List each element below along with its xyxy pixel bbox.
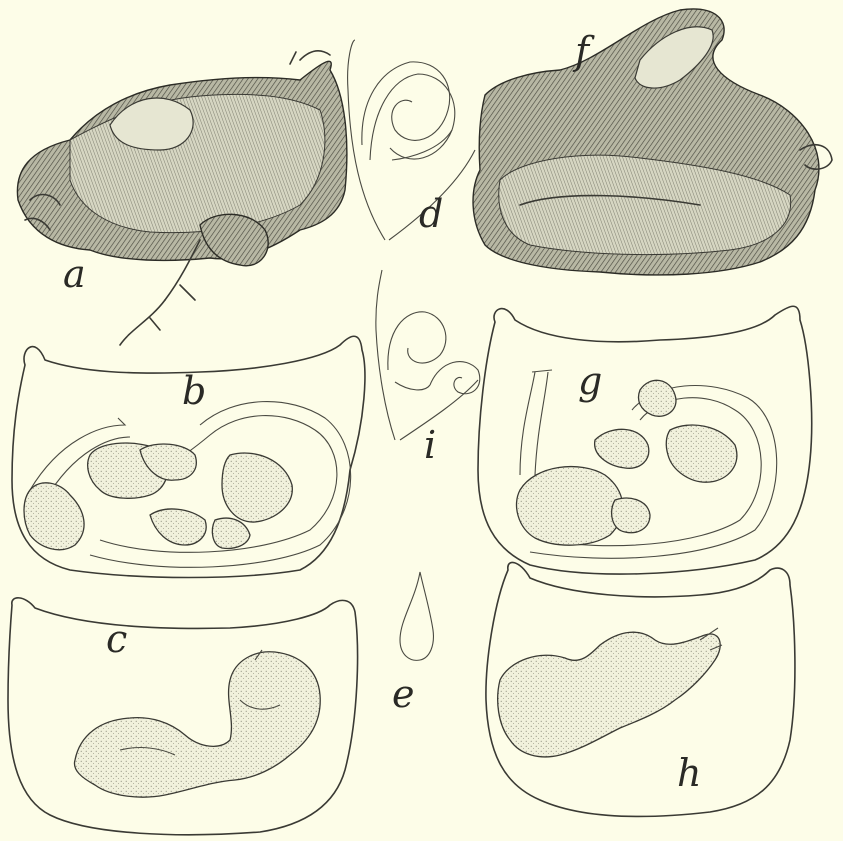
figure-a-drawing — [17, 51, 346, 345]
figure-e-label: e — [392, 675, 415, 713]
figure-d-label: d — [419, 195, 443, 233]
figure-f-label: f — [575, 32, 589, 70]
figure-i-drawing — [376, 270, 480, 440]
figure-h-label: h — [677, 754, 701, 792]
figure-b-label: b — [182, 372, 206, 410]
figure-i-label: i — [424, 426, 436, 464]
figure-e-drawing — [400, 572, 433, 660]
figure-d-drawing — [348, 40, 475, 240]
figure-f-drawing — [473, 9, 832, 275]
figure-h-drawing — [486, 562, 795, 816]
figure-c-label: c — [106, 620, 127, 658]
figure-g-drawing — [478, 306, 812, 574]
figure-g-label: g — [578, 362, 602, 400]
figure-c-drawing — [8, 598, 358, 835]
figure-a-label: a — [63, 255, 86, 293]
